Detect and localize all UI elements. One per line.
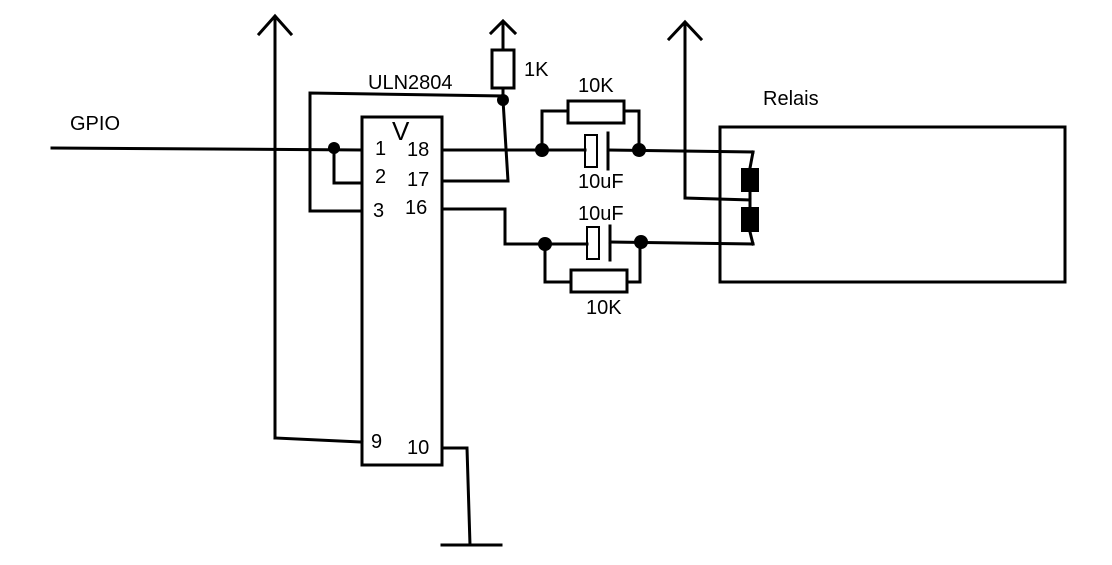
gpio-label: GPIO — [70, 113, 120, 135]
rc-network-bottom — [538, 224, 755, 294]
resistor-10k-bottom-label: 10K — [586, 297, 622, 319]
pin-10-label: 10 — [407, 437, 429, 459]
pin-3-label: 3 — [373, 200, 384, 222]
uln2804-chip — [360, 115, 444, 467]
junction-bottom-right — [634, 235, 648, 249]
resistor-10k-bottom — [569, 268, 629, 294]
supply-arrow-left — [256, 13, 294, 440]
pin-2-label: 2 — [375, 166, 386, 188]
resistor-10k-top — [566, 99, 626, 125]
capacitor-10uf-top-label: 10uF — [578, 171, 624, 193]
capacitor-10uf-bottom — [586, 226, 600, 260]
resistor-1k-label: 1K — [524, 59, 549, 81]
rc-network-top — [535, 99, 755, 171]
wire-gpio — [50, 146, 364, 152]
resistor-10k-top-label: 10K — [578, 75, 614, 97]
junction-top-left — [535, 143, 549, 157]
relay-label: Relais — [763, 88, 819, 110]
pin-18-label: 18 — [407, 139, 429, 161]
wire-pin17 — [440, 98, 510, 183]
resistor-1k — [490, 48, 516, 90]
pin-17-label: 17 — [407, 169, 429, 191]
junction-bottom-left — [538, 237, 552, 251]
wire-pin3-loop — [308, 91, 505, 213]
capacitor-10uf-top — [584, 134, 598, 168]
pin-9-label: 9 — [371, 431, 382, 453]
pin-16-label: 16 — [405, 197, 427, 219]
junction-top-right — [632, 143, 646, 157]
wire-pin1-pin2 — [332, 146, 364, 185]
relay-coil — [683, 150, 759, 246]
pin-1-label: 1 — [375, 138, 386, 160]
wire-pin10-ground — [440, 446, 472, 547]
capacitor-10uf-bottom-label: 10uF — [578, 203, 624, 225]
supply-arrow-right — [666, 19, 704, 200]
junction-gpio — [328, 142, 340, 154]
wire-vcc-pin9 — [273, 436, 364, 444]
wire-pin16 — [440, 207, 547, 246]
supply-arrow-middle — [488, 18, 518, 52]
chip-notch: V — [392, 116, 410, 146]
relay-box — [718, 125, 1067, 284]
chip-label: ULN2804 — [368, 72, 453, 94]
